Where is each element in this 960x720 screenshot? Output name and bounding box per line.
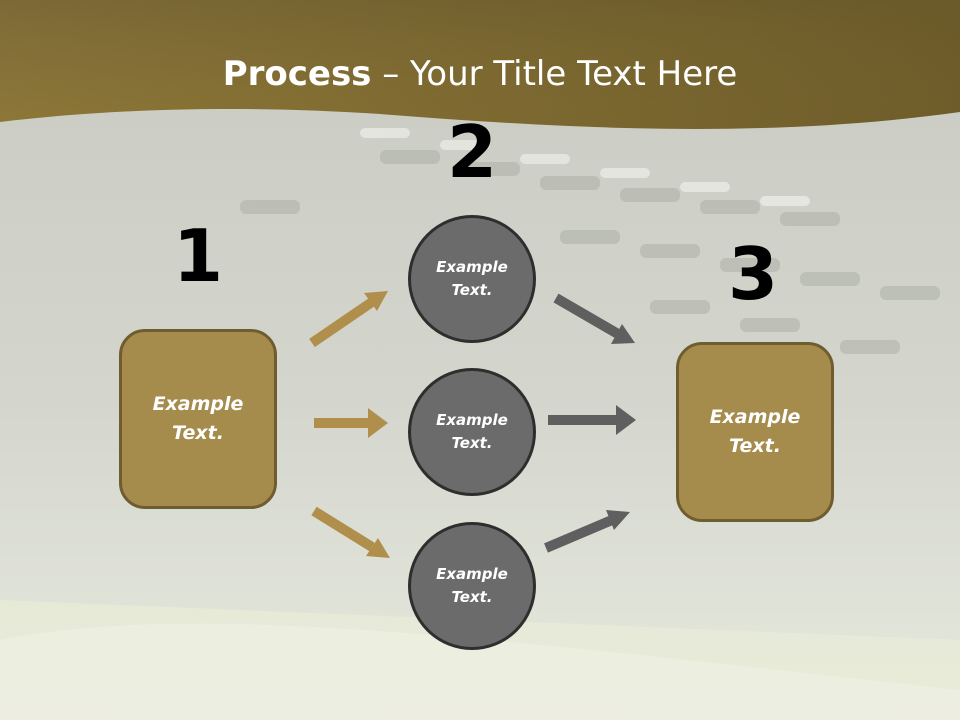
- step-1-number: 1: [172, 214, 224, 298]
- slide-title: Process – Your Title Text Here: [0, 52, 960, 96]
- step-3-box: Example Text.: [676, 342, 834, 522]
- arrow-1-to-2c: [311, 506, 390, 558]
- arrow-2c-to-3: [544, 510, 630, 553]
- step-2-circle-top: Example Text.: [408, 215, 536, 343]
- step-2-circle-middle: Example Text.: [408, 368, 536, 496]
- step-3-number: 3: [727, 232, 779, 316]
- title-rest: – Your Title Text Here: [371, 54, 738, 94]
- step-2-number: 2: [446, 110, 498, 194]
- step-3-label: Example Text.: [709, 406, 801, 457]
- arrow-1-to-2a: [309, 291, 388, 348]
- arrow-1-to-2b: [314, 408, 388, 438]
- step-2-circle-bottom: Example Text.: [408, 522, 536, 650]
- step-2-label-bottom: Example Text.: [436, 565, 508, 606]
- step-1-box: Example Text.: [119, 329, 277, 509]
- step-2-label-middle: Example Text.: [436, 411, 508, 452]
- arrow-2a-to-3: [553, 293, 635, 344]
- step-1-label: Example Text.: [152, 393, 244, 444]
- arrow-2b-to-3: [548, 405, 636, 435]
- step-2-label-top: Example Text.: [436, 258, 508, 299]
- title-bold: Process: [222, 54, 372, 94]
